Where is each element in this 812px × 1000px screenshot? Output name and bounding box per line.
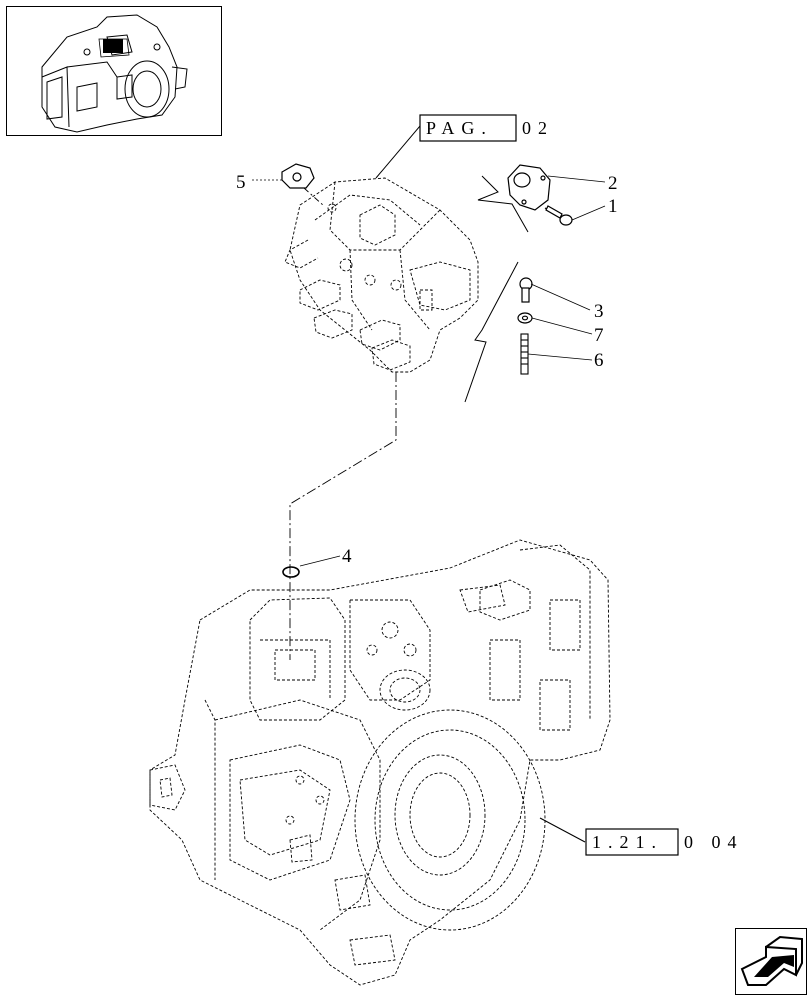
callout-5: 5 — [236, 172, 246, 193]
part-7-washer — [517, 312, 533, 324]
part-2-flange — [507, 164, 551, 211]
thumbnail-frame[interactable] — [6, 6, 222, 136]
callout-3: 3 — [594, 301, 604, 322]
group-ref-suffix: 0 04 — [684, 832, 744, 852]
part-4-o-ring — [282, 566, 300, 578]
page-reference[interactable]: PAG. 02 — [419, 114, 554, 142]
next-page-button[interactable] — [735, 928, 807, 995]
callout-6: 6 — [594, 350, 604, 371]
page-ref-leader — [375, 125, 421, 179]
part-1-screw — [544, 205, 573, 226]
break-lines — [464, 175, 529, 403]
part-3-bolt — [519, 277, 533, 303]
callout-2: 2 — [608, 173, 618, 194]
page-ref-suffix: 02 — [522, 118, 554, 138]
group-ref-leader — [539, 817, 586, 843]
transmission-housing — [149, 539, 611, 986]
assembly-centerline — [289, 372, 397, 660]
callout-1: 1 — [608, 196, 618, 217]
next-page-arrow-icon — [740, 935, 803, 986]
callout-7: 7 — [594, 325, 604, 346]
group-reference[interactable]: 1.21. 0 04 — [585, 828, 744, 856]
callout-4: 4 — [342, 546, 352, 567]
part-6-stud — [520, 333, 529, 375]
page-ref-boxed: PAG. — [426, 118, 493, 138]
group-ref-boxed: 1.21. — [592, 832, 663, 852]
transmission-housing-thumbnail-icon — [41, 14, 188, 133]
part-5-clip — [281, 163, 315, 189]
control-valve-assembly — [284, 177, 479, 373]
